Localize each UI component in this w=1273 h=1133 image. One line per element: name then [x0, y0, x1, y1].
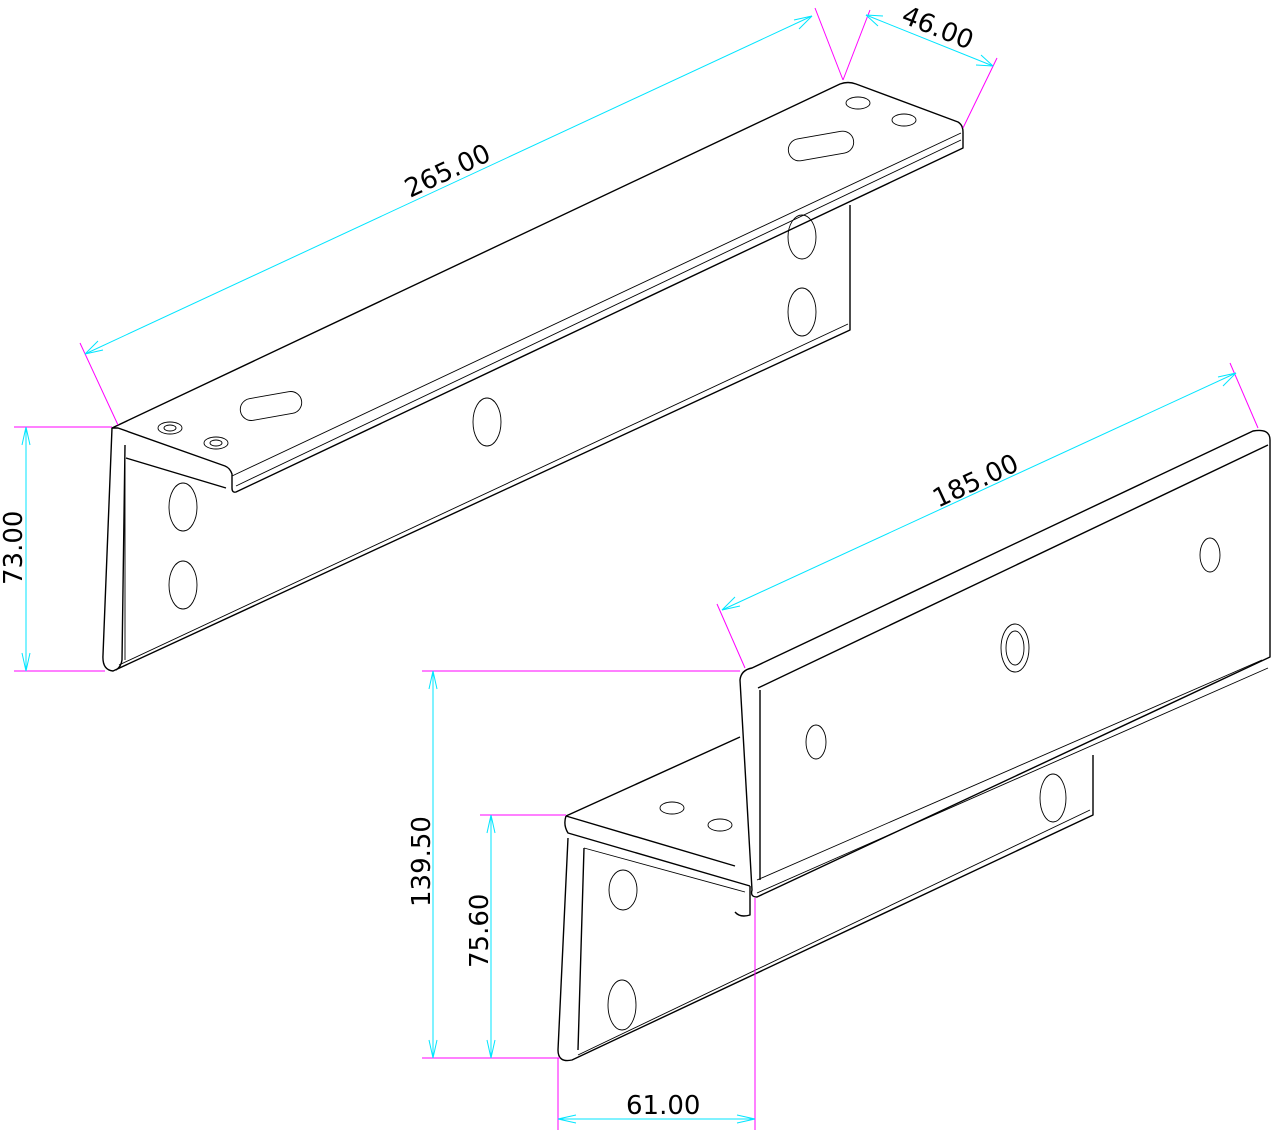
hole [157, 421, 183, 435]
hole [805, 724, 827, 760]
hole [608, 869, 638, 911]
dim-line-265 [84, 15, 813, 355]
hole [203, 436, 229, 450]
upper-leg [102, 205, 851, 672]
hole [845, 96, 871, 110]
lower-rail [756, 659, 1269, 894]
lower-bracket [557, 429, 1271, 1062]
hole [659, 801, 685, 815]
hole [1199, 537, 1221, 573]
threaded-hole [1000, 623, 1030, 673]
dim-label-bottom-lower-height: 75.60 [465, 894, 495, 968]
dim-label-bottom-length: 185.00 [928, 449, 1023, 515]
hole [1039, 773, 1067, 823]
upper-bracket [102, 81, 964, 672]
slot [239, 391, 303, 421]
dim-line-185 [721, 372, 1237, 611]
upper-flange-edge [231, 132, 962, 487]
lower-leg [557, 755, 1094, 1062]
lower-upper-plate [739, 429, 1271, 898]
dimension-lines [21, 14, 1237, 1124]
hole [787, 214, 817, 260]
extension-lines [14, 7, 1259, 1130]
dim-label-top-width: 46.00 [897, 1, 977, 57]
dim-line-46 [865, 14, 994, 67]
upper-flange-top-face [111, 81, 964, 493]
slot [787, 130, 855, 162]
hole [787, 287, 817, 337]
threaded-hole [1005, 630, 1025, 666]
hole [707, 818, 733, 832]
lower-flange [564, 736, 751, 917]
hole [472, 397, 502, 447]
hole [891, 113, 917, 127]
dim-label-bottom-depth: 61.00 [626, 1091, 700, 1121]
hole [209, 439, 223, 447]
lower-leg-inner [577, 809, 1091, 1056]
dim-label-top-height: 73.00 [0, 511, 29, 585]
dim-label-top-length: 265.00 [400, 139, 495, 205]
hole [168, 482, 198, 532]
dim-label-bottom-total-height: 139.50 [407, 816, 437, 907]
hole [163, 424, 177, 432]
upper-leg-inner [118, 323, 849, 666]
hole [607, 979, 637, 1031]
hole [168, 560, 198, 610]
